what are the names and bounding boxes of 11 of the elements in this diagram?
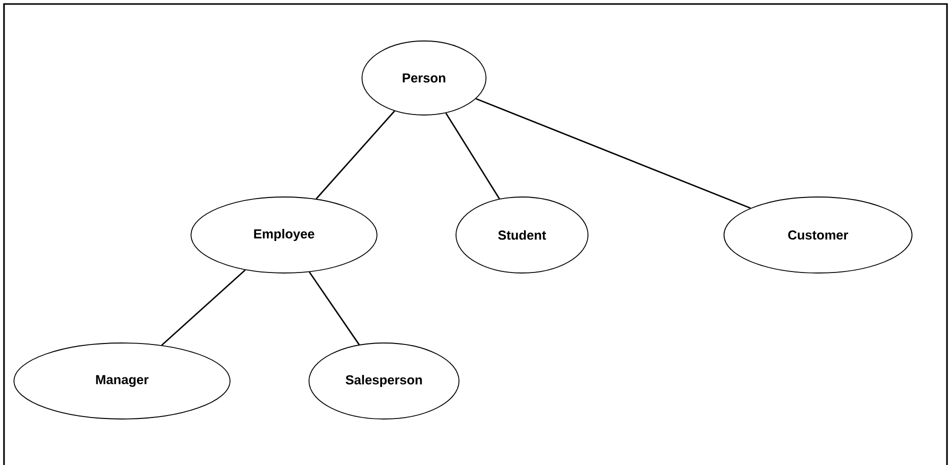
ellipse-node: Salesperson [308,342,460,420]
ellipse-node: Employee [190,196,378,274]
ellipse-node: Customer [724,196,912,274]
ellipse-node: Manager [14,342,230,420]
connector-line [308,272,360,346]
ellipse-node: Person [362,40,486,116]
connector-line [445,112,500,200]
ellipse-node: Student [456,196,588,274]
connector-line [476,98,751,209]
connector-line [161,269,246,346]
connector-line [316,110,396,200]
